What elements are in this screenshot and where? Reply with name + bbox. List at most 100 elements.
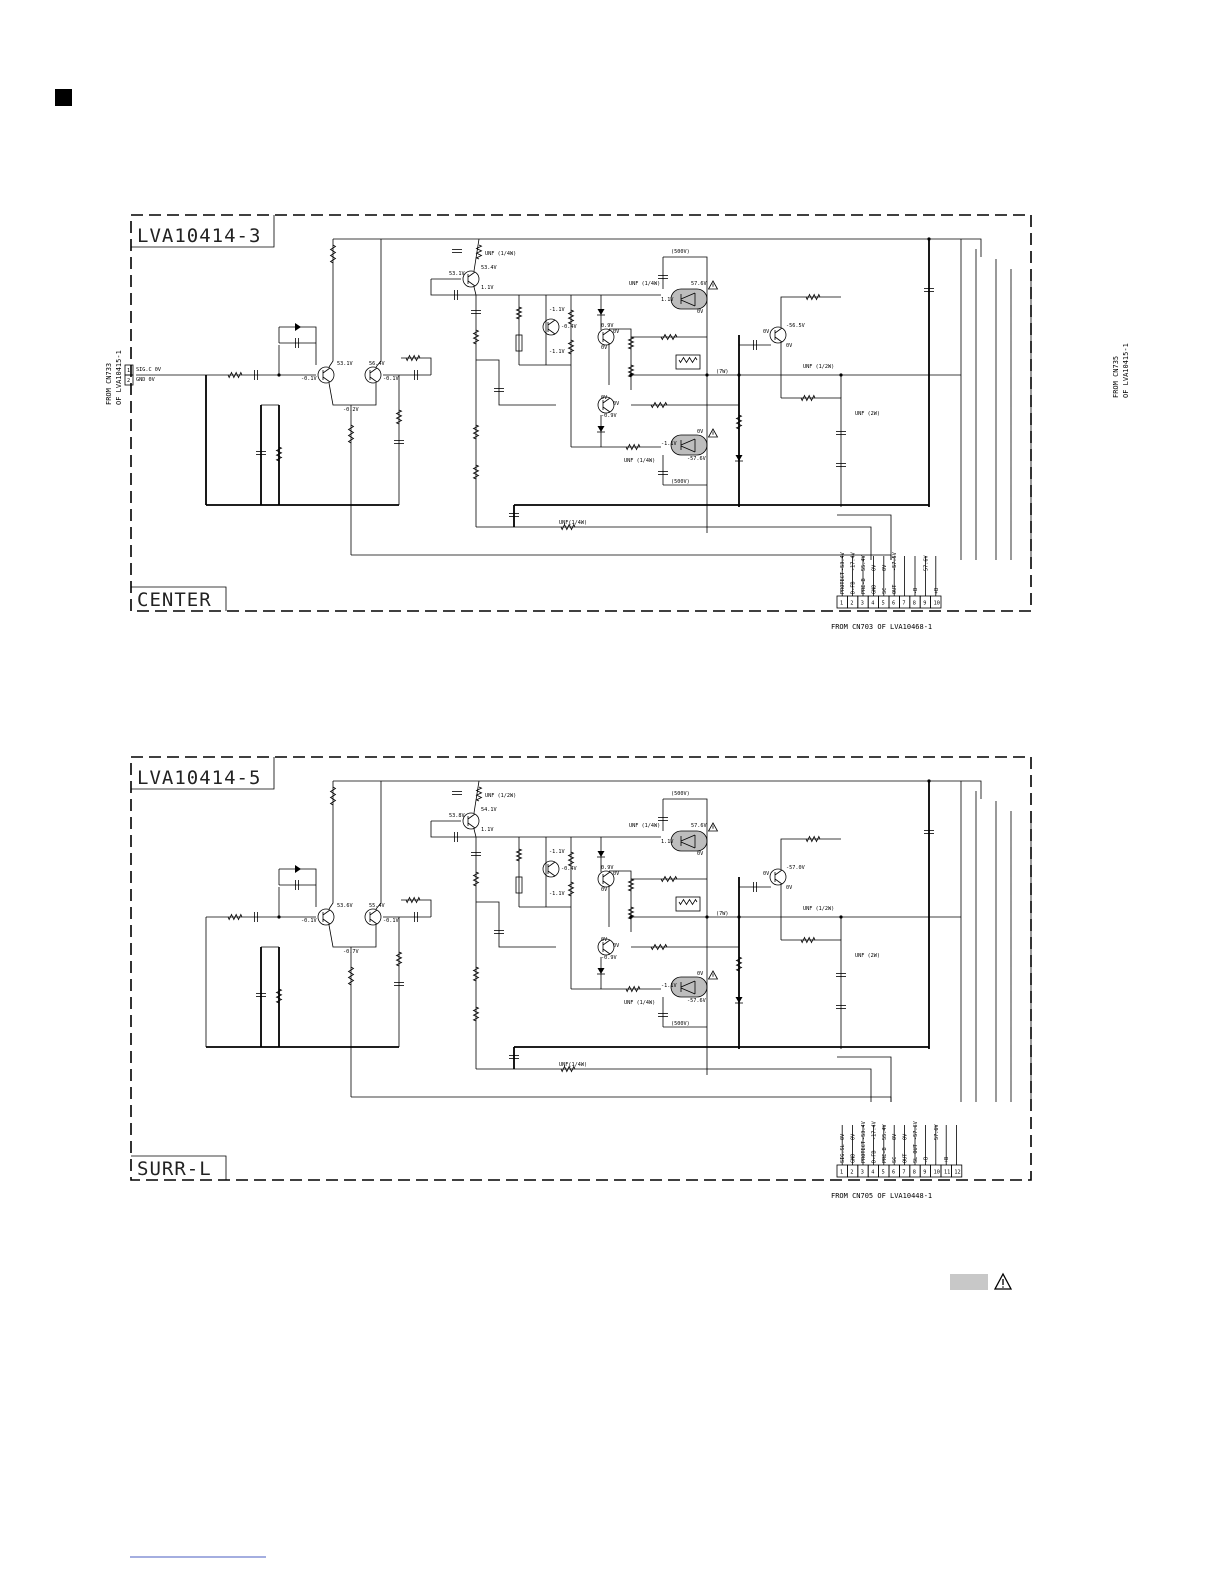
connector-pin-number: 10 <box>934 1170 940 1176</box>
channel-title-box <box>131 1155 227 1180</box>
wire <box>467 280 476 287</box>
junction-dot <box>629 915 633 919</box>
wire <box>609 328 632 390</box>
wire <box>602 948 611 955</box>
junction-dot <box>705 373 709 377</box>
resistor-symbol <box>472 966 480 982</box>
connector-pin-number: 11 <box>944 1170 950 1176</box>
voltage-label: 1.1V <box>661 297 674 303</box>
voltage-label: 56.4V <box>369 361 385 367</box>
wire <box>547 861 556 868</box>
resistor-symbol <box>275 446 283 462</box>
output-transistor-shaded <box>670 830 708 852</box>
connector-pin-name: -B <box>923 1157 929 1163</box>
voltage-label: -0.2V <box>343 407 359 413</box>
connector-pin-voltage: 57.6V <box>923 555 929 571</box>
diode-symbol <box>735 997 743 1003</box>
connector-pin-name: +B <box>934 588 940 594</box>
resistor-symbol <box>660 333 678 341</box>
wire <box>547 870 556 877</box>
connector-pin-voltage: 0V <box>903 1134 909 1140</box>
voltage-label: 0V <box>601 395 607 401</box>
wire <box>369 909 378 916</box>
diode-symbol <box>735 455 743 461</box>
left-connector-pin-number: 1 <box>127 368 130 374</box>
connector-pin-name: OUT <box>903 1154 909 1163</box>
connector-pin-name: OUT <box>892 585 898 594</box>
voltage-label: 0V <box>613 943 619 949</box>
board-title-box <box>131 215 275 248</box>
resistor-symbol <box>329 786 337 806</box>
resistor-symbol <box>627 336 635 350</box>
wire <box>473 780 480 814</box>
board-boundary <box>130 756 1032 1181</box>
left-connector-signal: SIG.C 0V <box>136 367 161 373</box>
warning-triangle-icon <box>707 970 719 980</box>
connector-pin-name: PROTECT <box>840 572 846 594</box>
connector-pin-number: 9 <box>923 601 926 607</box>
connector-pin-voltage: 0V <box>840 1134 846 1140</box>
connector-pin-number: 9 <box>923 1170 926 1176</box>
wire <box>680 292 696 300</box>
voltage-label: 53.1V <box>449 271 465 277</box>
emitter-resistor-block <box>675 896 701 912</box>
wire <box>328 382 377 406</box>
connector-pin-name: PROTECT <box>861 1141 867 1163</box>
wire <box>467 822 476 829</box>
transistor-symbol <box>542 860 560 878</box>
voltage-label: 1.1V <box>481 827 494 833</box>
diode-symbol <box>295 323 301 331</box>
connector-pin-voltage: -57.6V <box>913 1121 919 1140</box>
left-connector-signal: GND 0V <box>136 377 155 383</box>
diode-symbol <box>597 968 605 974</box>
transistor-symbol <box>317 908 335 926</box>
connector-pin-number: 3 <box>861 1170 864 1176</box>
voltage-label: UNF (1/4W) <box>624 1000 655 1006</box>
junction-dot <box>705 915 709 919</box>
voltage-label: 1.1V <box>481 285 494 291</box>
wire <box>663 798 708 1075</box>
voltage-label: -0.1V <box>383 918 399 924</box>
wire <box>774 869 783 876</box>
voltage-label: UNF (1/4W) <box>485 251 516 257</box>
transistor-symbol <box>462 812 480 830</box>
resistor-symbol <box>735 956 743 972</box>
wire <box>680 980 696 988</box>
voltage-label: UNF (2W) <box>855 411 880 417</box>
wire <box>547 328 556 335</box>
connector-pin-name: SIG.SL <box>840 1144 846 1163</box>
wire <box>680 841 696 849</box>
voltage-label: 54.1V <box>481 807 497 813</box>
wire <box>602 406 611 413</box>
resistor-symbol <box>275 988 283 1004</box>
wire <box>680 438 696 446</box>
fuse-symbol <box>515 876 523 894</box>
voltage-label: 0V <box>697 971 703 977</box>
connector-pin-number: 1 <box>840 601 843 607</box>
voltage-label: -1.1V <box>549 307 565 313</box>
voltage-label: -1.1V <box>549 349 565 355</box>
voltage-label: 1.1V <box>661 839 674 845</box>
voltage-label: 57.6V <box>691 823 707 829</box>
resistor-symbol <box>472 1006 480 1022</box>
fuse-symbol <box>515 334 523 352</box>
wire <box>430 279 476 296</box>
voltage-label: 53.4V <box>481 265 497 271</box>
wire <box>473 238 480 272</box>
wire <box>401 899 432 917</box>
resistor-symbol <box>650 401 668 409</box>
section-marker <box>55 89 72 106</box>
voltage-label: -0.4V <box>561 866 577 872</box>
wire <box>781 397 842 507</box>
wire <box>837 1056 892 1102</box>
connector-pin-name: SC <box>882 588 888 594</box>
voltage-label: -0.1V <box>301 376 317 382</box>
wire <box>602 397 611 404</box>
transistor-symbol <box>597 938 615 956</box>
wire <box>467 813 476 820</box>
voltage-label: (7W) <box>716 911 729 917</box>
connector-pin-name: D-FB <box>871 1151 877 1164</box>
voltage-label: 53.1V <box>337 361 353 367</box>
